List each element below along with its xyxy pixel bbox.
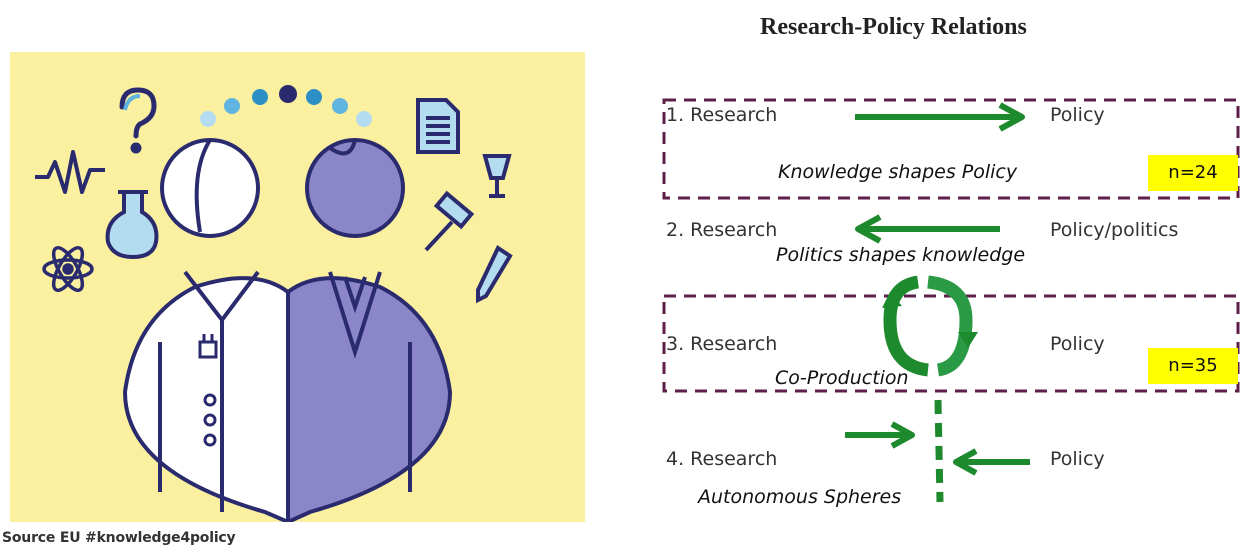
row4-description: Autonomous Spheres xyxy=(698,486,902,508)
row1-description: Knowledge shapes Policy xyxy=(778,161,1018,183)
arrow-research-to-policy xyxy=(855,102,1025,132)
row2-left-label: 2. Research xyxy=(666,219,778,241)
flask-icon xyxy=(105,190,159,260)
row1-left-label: 1. Research xyxy=(666,104,778,126)
people-heart xyxy=(122,138,453,522)
row3-description: Co-Production xyxy=(775,367,909,389)
dots-arc xyxy=(200,85,372,127)
arrow-research-inward xyxy=(845,421,915,449)
row3-right-label: Policy xyxy=(1050,333,1105,355)
row1-count-badge: n=24 xyxy=(1148,155,1238,191)
arrow-policy-inward xyxy=(953,448,1030,476)
diagram-title: Research-Policy Relations xyxy=(760,14,1027,40)
gavel-icon xyxy=(424,190,475,252)
cup-icon xyxy=(482,154,512,198)
question-mark-icon xyxy=(119,87,157,154)
row3-count-badge: n=35 xyxy=(1148,348,1238,384)
document-icon xyxy=(416,98,460,154)
relations-diagram xyxy=(662,98,1240,503)
source-caption: Source EU #knowledge4policy xyxy=(2,530,236,546)
row1-right-label: Policy xyxy=(1050,104,1105,126)
row2-description: Politics shapes knowledge xyxy=(776,244,1026,266)
heartbeat-icon xyxy=(35,150,105,194)
row3-left-label: 3. Research xyxy=(666,333,778,355)
autonomous-divider xyxy=(934,399,944,503)
atom-icon xyxy=(42,245,94,293)
row4-right-label: Policy xyxy=(1050,448,1105,470)
row2-right-label: Policy/politics xyxy=(1050,219,1179,241)
row4-left-label: 4. Research xyxy=(666,448,778,470)
coproduction-cycle-icon xyxy=(882,275,978,377)
knowledge4policy-illustration xyxy=(10,52,585,522)
arrow-policy-to-research xyxy=(855,214,1000,244)
box-row-1 xyxy=(662,98,1240,200)
pencil-icon xyxy=(476,245,513,304)
